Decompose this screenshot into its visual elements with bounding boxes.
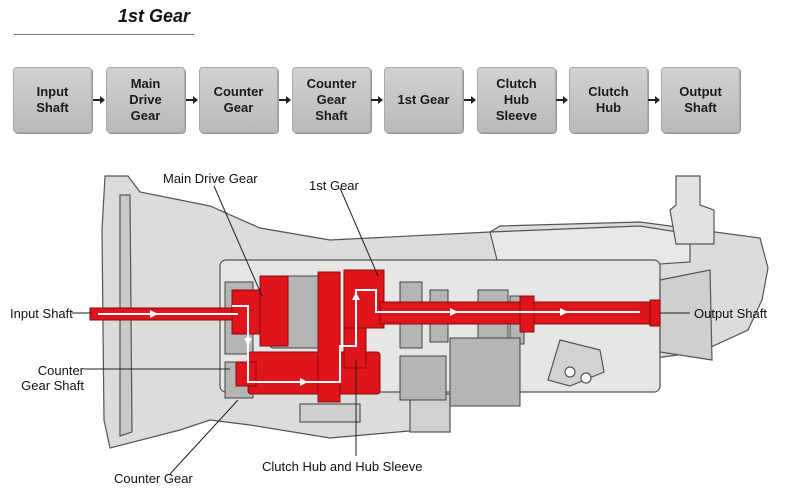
flow-arrow-icon [371,96,383,104]
leader-lines [72,185,690,475]
flow-arrow-icon [556,96,568,104]
flow-arrow-icon [186,96,198,104]
flow-step-clutch-hub: Clutch Hub [569,67,648,133]
label-output-shaft: Output Shaft [694,306,767,321]
flow-arrowheads [150,292,568,386]
flow-step-counter-gear-shaft: Counter Gear Shaft [292,67,371,133]
flow-step-first-gear: 1st Gear [384,67,463,133]
flow-arrow-icon [464,96,476,104]
power-flow-sequence: Input Shaft Main Drive Gear Counter Gear… [13,67,753,133]
label-counter-gear: Counter Gear [114,471,193,486]
label-input-shaft: Input Shaft [10,306,73,321]
label-main-drive-gear: Main Drive Gear [163,171,258,186]
title-divider [14,34,194,35]
flow-arrow-icon [648,96,660,104]
flow-step-main-drive-gear: Main Drive Gear [106,67,185,133]
page-title: 1st Gear [118,6,191,26]
flow-step-counter-gear: Counter Gear [199,67,278,133]
label-counter-gear-shaft: Counter Gear Shaft [21,363,84,393]
label-clutch-hub-sleeve: Clutch Hub and Hub Sleeve [262,459,423,474]
label-first-gear: 1st Gear [309,178,359,193]
flow-arrow-icon [93,96,105,104]
flow-step-output-shaft: Output Shaft [661,67,740,133]
flow-step-input-shaft: Input Shaft [13,67,92,133]
flow-step-clutch-hub-sleeve: Clutch Hub Sleeve [477,67,556,133]
flow-arrow-icon [279,96,291,104]
